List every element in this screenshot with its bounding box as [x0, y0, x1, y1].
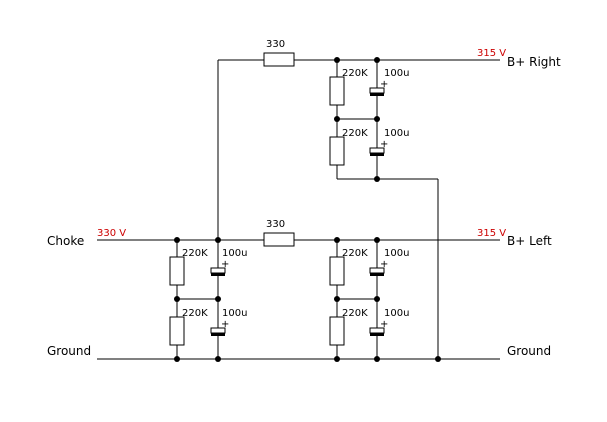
junction-dot	[334, 356, 340, 362]
polarity-mark: +	[221, 319, 229, 330]
junction-dot	[174, 296, 180, 302]
capacitor-mid-lower	[369, 327, 385, 336]
label-ground-left: Ground	[47, 344, 91, 358]
junction-dot	[374, 237, 380, 243]
label-b-plus-left: B+ Left	[507, 234, 552, 248]
value-capacitor-left-upper: 100u	[222, 248, 247, 259]
value-capacitor-mid-lower: 100u	[384, 308, 409, 319]
polarity-mark: +	[380, 259, 388, 270]
junction-dots	[174, 57, 441, 362]
junction-dot	[334, 57, 340, 63]
capacitor-mid-upper	[369, 267, 385, 276]
value-capacitor-top-upper: 100u	[384, 68, 409, 79]
value-resistor-mid-upper: 220K	[342, 248, 368, 259]
value-resistor-left-lower: 220K	[182, 308, 208, 319]
junction-dot	[374, 57, 380, 63]
resistor-mid-lower	[329, 316, 345, 346]
value-resistor-top-lower: 220K	[342, 128, 368, 139]
capacitor-top-lower	[369, 147, 385, 156]
polarity-mark: +	[380, 319, 388, 330]
resistor-left-lower	[169, 316, 185, 346]
value-resistor-left-upper: 220K	[182, 248, 208, 259]
capacitor-left-upper	[210, 267, 226, 276]
junction-dot	[435, 356, 441, 362]
junction-dot	[215, 296, 221, 302]
resistor-top-upper	[329, 76, 345, 106]
junction-dot	[174, 356, 180, 362]
junction-dot	[215, 237, 221, 243]
label-choke: Choke	[47, 234, 84, 248]
value-resistor-top-upper: 220K	[342, 68, 368, 79]
value-capacitor-left-lower: 100u	[222, 308, 247, 319]
voltage-left-out: 315 V	[477, 228, 506, 239]
label-ground-right: Ground	[507, 344, 551, 358]
resistor-top-lower	[329, 136, 345, 166]
voltage-input: 330 V	[97, 228, 126, 239]
polarity-mark: +	[380, 139, 388, 150]
wires	[97, 59, 500, 360]
series-resistor-top	[263, 52, 295, 67]
label-b-plus-right: B+ Right	[507, 55, 561, 69]
junction-dot	[215, 356, 221, 362]
voltage-right-out: 315 V	[477, 48, 506, 59]
value-series-resistor-mid: 330	[266, 219, 285, 230]
junction-dot	[374, 296, 380, 302]
junction-dot	[374, 356, 380, 362]
value-resistor-mid-lower: 220K	[342, 308, 368, 319]
junction-dot	[374, 116, 380, 122]
capacitor-left-lower	[210, 327, 226, 336]
junction-dot	[174, 237, 180, 243]
value-capacitor-mid-upper: 100u	[384, 248, 409, 259]
junction-dot	[334, 116, 340, 122]
junction-dot	[334, 296, 340, 302]
series-resistor-mid	[263, 232, 295, 247]
polarity-mark: +	[380, 79, 388, 90]
value-series-resistor-top: 330	[266, 39, 285, 50]
junction-dot	[334, 237, 340, 243]
junction-dot	[374, 176, 380, 182]
polarity-mark: +	[221, 259, 229, 270]
resistor-left-upper	[169, 256, 185, 286]
resistor-mid-upper	[329, 256, 345, 286]
capacitor-top-upper	[369, 87, 385, 96]
value-capacitor-top-lower: 100u	[384, 128, 409, 139]
